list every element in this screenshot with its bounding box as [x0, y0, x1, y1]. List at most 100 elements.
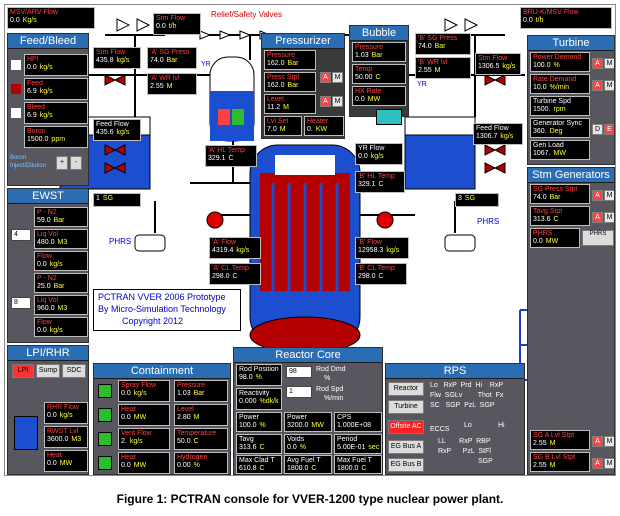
right-stm-flow-label: Stm Flow	[478, 55, 508, 62]
ewst-select-2[interactable]: 8	[11, 297, 31, 309]
bru-k-msv-flow-value: 0.0	[523, 17, 533, 24]
heat-pump-icon[interactable]	[98, 408, 112, 422]
rod-position-label: Rod Position	[239, 366, 279, 373]
hydrogen-value: 0.00	[177, 462, 191, 469]
rate-demand-auto-button[interactable]: A	[592, 80, 603, 91]
sg-a-lvl-stpt-value: 2.55	[533, 440, 547, 447]
gen-load-display: Gen Load 1067.MW	[530, 140, 590, 160]
vent-pump-icon[interactable]	[98, 432, 112, 446]
hpi-valve-icon[interactable]	[11, 60, 21, 70]
sg-b-lvl-manual-button[interactable]: M	[604, 458, 614, 469]
a-wr-lvl-unit: M	[166, 83, 173, 90]
a-cl-temp-value: 298.0	[212, 273, 230, 280]
ewst-p-n2-2-value: 25.0	[37, 283, 51, 290]
left-feed-flow-unit: kg/s	[116, 129, 130, 136]
rps-turbine-button[interactable]: Turbine	[388, 400, 424, 414]
sg-a-lvl-manual-button[interactable]: M	[604, 436, 614, 447]
pzr-pressure-label: Pressure	[267, 52, 296, 59]
rod-dmd-unit: %	[324, 375, 331, 382]
hydrogen-display: Hydrogen 0.00%	[174, 452, 228, 474]
a-cl-temp-unit: C	[232, 273, 238, 280]
rhr-flow-unit: kg/s	[59, 412, 73, 419]
feed-valve-icon[interactable]	[11, 84, 21, 94]
sump-tab[interactable]: Sump	[36, 364, 60, 378]
containment-title: Containment	[94, 364, 230, 379]
tavg-manual-button[interactable]: M	[604, 212, 614, 223]
ewst-select-1[interactable]: 4	[11, 229, 31, 241]
boron-minus-button[interactable]: -	[70, 156, 82, 170]
lpi-heat-unit: MW	[59, 460, 73, 467]
sg-press-stpt-unit: Bar	[549, 194, 561, 201]
stm-generators-title: Stm Generators	[528, 168, 614, 183]
heat2-pump-icon[interactable]	[98, 456, 112, 470]
bleed-valve-icon[interactable]	[11, 108, 21, 118]
lpi-rhr-title: LPI/RHR	[8, 346, 88, 361]
pzr-press-auto-button[interactable]: A	[320, 72, 331, 83]
turbine-panel: Turbine Power Demand 100.0% Rate Demand …	[527, 35, 615, 165]
rod-spd-input[interactable]: 1	[286, 386, 312, 398]
sg-press-manual-button[interactable]: M	[604, 190, 614, 201]
pzr-level-manual-button[interactable]: M	[332, 96, 343, 107]
ewst-flow-2-value: 0.0	[37, 327, 47, 334]
rps-title: RPS	[386, 364, 524, 379]
sg-b-lvl-auto-button[interactable]: A	[592, 458, 603, 469]
tavg-auto-button[interactable]: A	[592, 212, 603, 223]
b-sg-press-label: 'B' SG Press	[418, 35, 458, 42]
phrs-checkbox[interactable]: PHRS	[582, 230, 614, 246]
rwst-lvl-value: 3600.0	[47, 436, 69, 443]
pzr-level-auto-button[interactable]: A	[320, 96, 331, 107]
yr-flow-label: YR Flow	[358, 145, 385, 152]
prototype-line-1: PCTRAN VVER 2006 Prototype	[98, 292, 226, 302]
rps-eg-bus-a-button[interactable]: EG Bus A	[388, 440, 424, 454]
cont-pressure-value: 1.03	[177, 390, 191, 397]
voids-unit: %	[299, 444, 306, 451]
rps-eg-bus-b-button[interactable]: EG Bus B	[388, 458, 424, 472]
phrs-left-label: PHRS	[109, 237, 132, 246]
sg-a-lvl-auto-button[interactable]: A	[592, 436, 603, 447]
rate-demand-manual-button[interactable]: M	[604, 80, 614, 91]
avg-fuel-t-unit: C	[311, 465, 317, 472]
sg-a-lvl-stpt-label: SG A Lvl Stpt	[533, 432, 575, 439]
left-feed-flow-label: Feed Flow	[96, 121, 129, 128]
sg-press-auto-button[interactable]: A	[592, 190, 603, 201]
rps-reactor-button[interactable]: Reactor	[388, 382, 424, 396]
pzr-press-manual-button[interactable]: M	[332, 72, 343, 83]
sdc-tab[interactable]: SDC	[62, 364, 86, 378]
max-clad-t-label: Max Clad T	[239, 457, 275, 464]
spray-pump-icon[interactable]	[98, 384, 112, 398]
hpi-unit: kg/s	[39, 64, 53, 71]
rps-offsite-ac-button[interactable]: Offsite AC	[388, 420, 424, 434]
lpi-heat-label: Heat	[47, 452, 62, 459]
sg-a-lvl-stpt-unit: M	[549, 440, 556, 447]
core-power-mw-unit: MW	[311, 422, 324, 429]
b-cl-temp-label: 'B' CL Temp	[358, 265, 395, 272]
power-demand-auto-button[interactable]: A	[592, 58, 603, 69]
right-stm-flow-unit: kg/s	[502, 63, 516, 70]
right-sg-label: SG	[464, 195, 476, 202]
bru-k-msv-flow-unit: t/h	[535, 17, 544, 24]
b-cl-temp-value: 298.0	[358, 273, 376, 280]
rod-dmd-input[interactable]: 98	[286, 366, 312, 378]
ewst-p-n2-2-label: P - N2	[37, 275, 57, 282]
b-wr-lvl-value: 2.55	[418, 67, 432, 74]
boron-plus-button[interactable]: +	[56, 156, 68, 170]
right-stm-flow-value: 1306.5	[478, 63, 500, 70]
period-unit: sec	[368, 444, 380, 451]
sync-e-button[interactable]: E	[604, 124, 614, 135]
sync-d-button[interactable]: D	[592, 124, 603, 135]
lpi-tab[interactable]: LPI	[12, 364, 34, 378]
rps-row-3: SC SGP PzL SGP	[430, 402, 495, 409]
power-demand-manual-button[interactable]: M	[604, 58, 614, 69]
rate-demand-value: 10.0	[533, 84, 547, 91]
phrs-mw-label: PHRS	[533, 230, 553, 237]
ewst-flow-1-unit: kg/s	[49, 261, 63, 268]
